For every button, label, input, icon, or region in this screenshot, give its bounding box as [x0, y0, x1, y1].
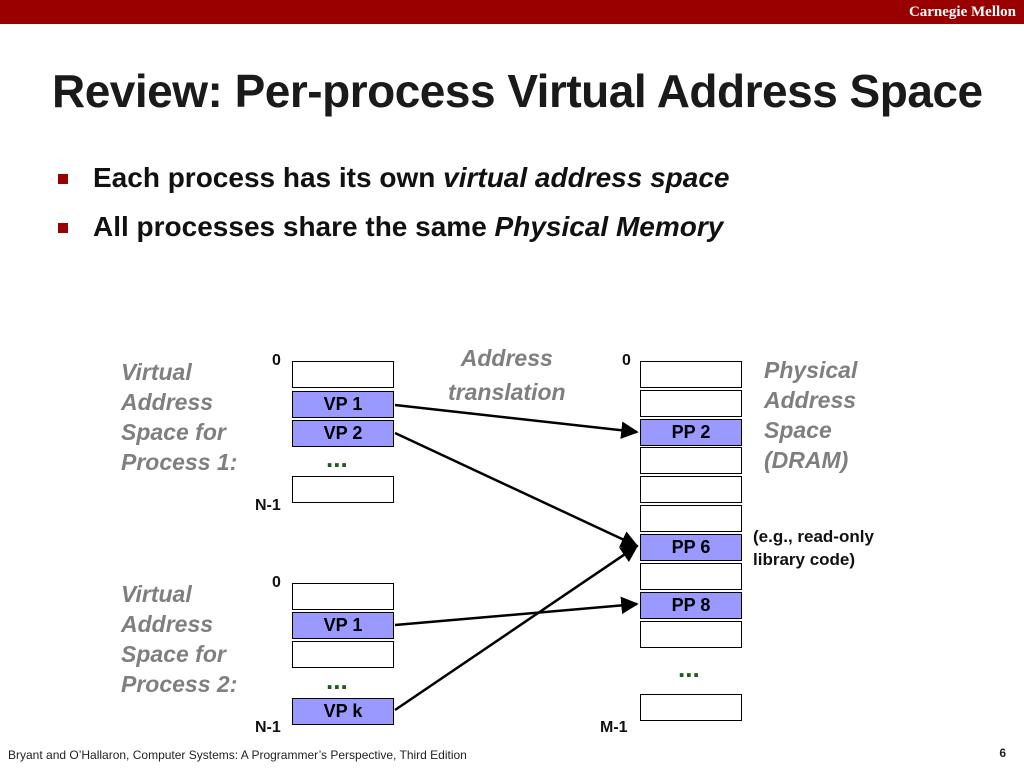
- p1-vp1: VP 1: [292, 391, 394, 418]
- phys-pp2: PP 2: [640, 419, 742, 446]
- top-bar: Carnegie Mellon: [0, 0, 1024, 24]
- phys-page-last: [640, 694, 742, 721]
- phys-m1-label: M-1: [600, 719, 628, 736]
- p2-page-empty: [292, 641, 394, 668]
- p2-ellipsis: ...: [326, 665, 348, 695]
- bullet-1-text: Each process has its own: [93, 162, 444, 193]
- physical-label: Physical Address Space (DRAM): [764, 357, 858, 473]
- p1-page-empty: [292, 361, 394, 388]
- p2-vpk: VP k: [292, 698, 394, 725]
- phys-page-empty: [640, 563, 742, 590]
- p1-zero-label: 0: [272, 352, 281, 369]
- slide-title: Review: Per-process Virtual Address Spac…: [52, 65, 983, 117]
- phys-page-empty: [640, 361, 742, 388]
- p2-page-empty: [292, 583, 394, 610]
- arrow-p1vp1-to-pp2: [394, 403, 639, 439]
- bullet-1-emphasis: virtual address space: [443, 162, 730, 193]
- shared-page-note: (e.g., read-only library code): [753, 527, 874, 569]
- bullet-2-text: All processes share the same: [93, 211, 495, 242]
- brand-name: Carnegie Mellon: [908, 4, 1016, 20]
- phys-pp6: PP 6: [640, 534, 742, 561]
- p1-page-last: [292, 476, 394, 503]
- phys-page-empty: [640, 447, 742, 474]
- phys-page-empty: [640, 390, 742, 417]
- bullet-2-emphasis: Physical Memory: [494, 211, 724, 242]
- bullet-square-icon: [58, 174, 68, 184]
- vas2-label: Virtual Address Space for Process 2:: [121, 581, 238, 697]
- p2-zero-label: 0: [272, 574, 281, 591]
- p2-vp1: VP 1: [292, 612, 394, 639]
- p1-n1-label: N-1: [255, 497, 281, 514]
- p2-n1-label: N-1: [255, 719, 281, 736]
- phys-page-empty: [640, 621, 742, 648]
- address-translation-label: Address translation: [448, 345, 566, 405]
- arrow-p2vpk-to-pp6: [394, 544, 639, 712]
- page-number: 6: [999, 746, 1006, 760]
- vas1-label: Virtual Address Space for Process 1:: [121, 359, 238, 475]
- bullet-square-icon: [58, 223, 68, 233]
- phys-zero-label: 0: [622, 352, 631, 369]
- p1-ellipsis: ...: [326, 443, 348, 473]
- phys-page-empty: [640, 476, 742, 503]
- phys-ellipsis: ...: [678, 653, 700, 683]
- footer-citation: Bryant and O’Hallaron, Computer Systems:…: [8, 748, 467, 762]
- arrow-p1vp2-to-pp6: [394, 431, 639, 548]
- phys-page-empty: [640, 505, 742, 532]
- phys-pp8: PP 8: [640, 592, 742, 619]
- arrow-p2vp1-to-pp8: [394, 596, 639, 627]
- p1-vp2: VP 2: [292, 420, 394, 447]
